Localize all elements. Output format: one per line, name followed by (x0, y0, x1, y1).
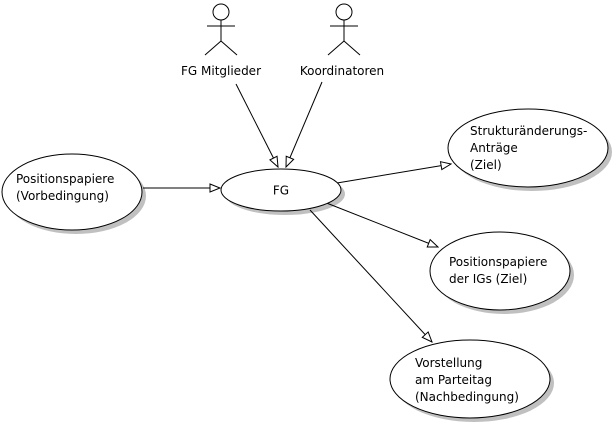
edge-fg-to-goal-positionspapiere[interactable] (323, 201, 438, 247)
usecase-fg-label: FG (272, 183, 290, 198)
usecase-postcondition-ellipse[interactable] (389, 339, 551, 419)
actor-fg-mitglieder-label: FG Mitglieder (180, 64, 262, 78)
edge-fg-to-postcondition[interactable] (309, 209, 432, 342)
usecase-goal-struktur-label: Strukturänderungs- Anträge (Ziel) (470, 124, 588, 172)
actor-fg-mitglieder-icon[interactable] (204, 3, 238, 56)
edge-koordinatoren-to-fg[interactable] (286, 81, 323, 167)
usecase-goal-positionspapiere-ellipse[interactable] (429, 231, 571, 311)
usecase-postcondition-label: Vorstellung am Parteitag (Nachbedingung) (415, 356, 519, 404)
usecase-goal-struktur-ellipse[interactable] (447, 108, 609, 188)
actor-koordinatoren-label: Koordinatoren (299, 64, 385, 78)
usecase-precondition-ellipse[interactable] (1, 153, 143, 231)
edge-fg-to-goal-struktur[interactable] (336, 164, 451, 184)
usecase-precondition-label: Positionspapiere (Vorbedingung) (16, 172, 115, 203)
edge-fg-mitglieder-to-fg[interactable] (235, 83, 278, 167)
actor-koordinatoren-icon[interactable] (327, 3, 361, 56)
usecase-goal-positionspapiere-label: Positionspapiere der IGs (Ziel) (449, 255, 548, 286)
usecase-fg-ellipse[interactable] (220, 168, 342, 212)
